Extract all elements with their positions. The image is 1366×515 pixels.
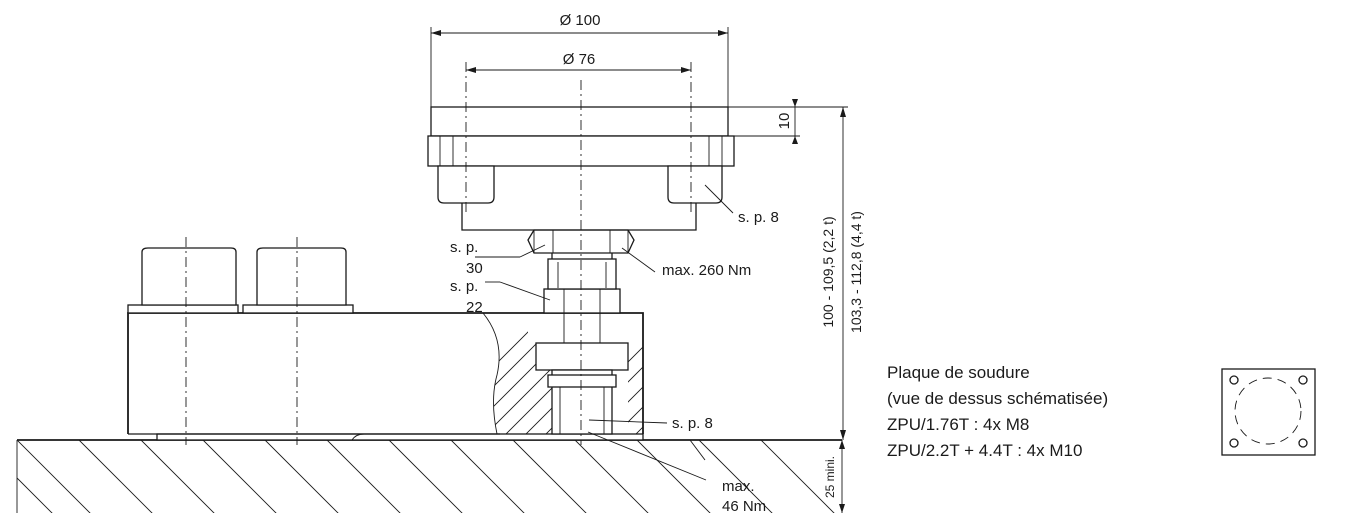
caption-title: Plaque de soudure: [887, 363, 1030, 382]
dim-plate-thickness: 10: [776, 113, 793, 130]
weld-plate-top-view: [1221, 368, 1316, 456]
load-cell-body: [127, 237, 644, 445]
dim-outer-diameter: Ø 100: [560, 12, 601, 29]
weld-plate: [156, 433, 644, 441]
dim-min-depth: 25 mini.: [823, 456, 837, 498]
callout-wrench-30-b: 30: [466, 260, 483, 277]
dim-inner-diameter: Ø 76: [563, 51, 596, 68]
dim-height-4t: 103,3 - 112,8 (4,4 t): [848, 211, 864, 333]
callout-wrench-22-b: 22: [466, 299, 483, 316]
dim-height-2t: 100 - 109,5 (2,2 t): [820, 216, 836, 327]
caption-spec-176t: ZPU/1.76T : 4x M8: [887, 415, 1030, 434]
callout-wrench-8-top: s. p. 8: [738, 209, 779, 226]
top-plate: [427, 62, 735, 445]
caption-subtitle: (vue de dessus schématisée): [887, 389, 1109, 408]
callout-torque-46-a: max.: [722, 478, 755, 495]
weld-plate-caption: Plaque de soudure (vue de dessus schémat…: [887, 360, 1108, 464]
callout-wrench-22-a: s. p.: [450, 278, 478, 295]
leader-lines: [475, 184, 734, 481]
dimension-lines: [430, 27, 848, 513]
caption-spec-22t-44t: ZPU/2.2T + 4.4T : 4x M10: [887, 441, 1083, 460]
callout-wrench-30-a: s. p.: [450, 239, 478, 256]
callout-torque-46-b: 46 Nm: [722, 498, 766, 515]
callout-torque-260: max. 260 Nm: [662, 262, 751, 279]
callout-wrench-8-bottom: s. p. 8: [672, 415, 713, 432]
foundation: [16, 439, 842, 513]
